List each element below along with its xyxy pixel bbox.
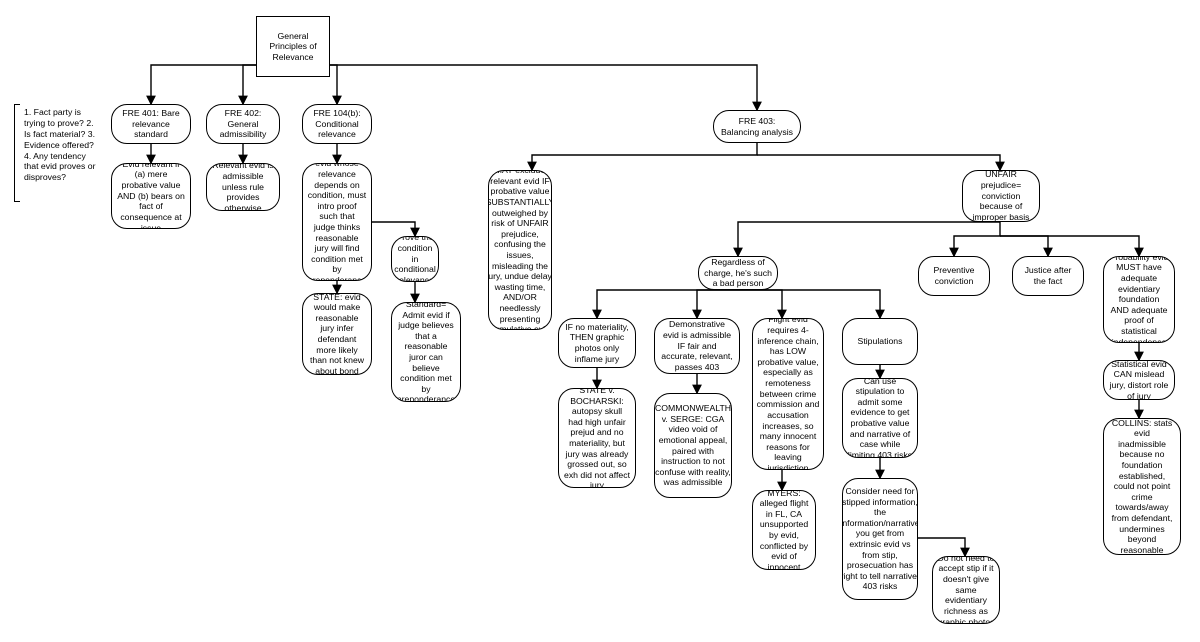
fre104-detail-node: MAY admit evid whose relevance depends o… [302,163,372,281]
bocharski-case-node: STATE v. BOCHARSKI: autopsy skull had hi… [558,388,636,488]
justice-after-node: Justice after the fact [1012,256,1084,296]
can-use-stip-node: Can use stipulation to admit some eviden… [842,378,918,458]
fre104-detail-label: MAY admit evid whose relevance depends o… [307,163,367,281]
fre403-label: FRE 403: Balancing analysis [721,115,793,137]
checklist-item-1: 1. Fact party is trying to prove? [24,107,84,128]
cox-case-node: COX v. STATE: evid would make reasonable… [302,293,372,375]
fre402-node: FRE 402: General admissibility [206,104,280,144]
fre401-detail-label: Evid relevant if (a) mere probative valu… [117,163,185,229]
checklist-item-4: 4. Any tendency that evid proves or disp… [24,150,96,183]
probability-node: Probability evid MUST have adequate evid… [1103,256,1175,343]
myers-case-node: US v. MYERS: alleged flight in FL, CA un… [752,490,816,570]
root-node-label: General Principles of Relevance [269,30,317,62]
unfair-prejudice-node: UNFAIR prejudice= conviction because of … [962,170,1040,222]
do-not-need-node: Do not need to accept stip if it doesn't… [932,556,1000,624]
huddleston-label: Huddleston Standard= Admit evid if judge… [396,302,456,402]
unfair-prejudice-label: UNFAIR prejudice= conviction because of … [972,170,1030,222]
root-node: General Principles of Relevance [256,16,330,77]
flight-label: Flight evid requires 4-inference chain, … [756,318,820,470]
note-bracket [14,104,20,202]
bad-person-label: Regardless of charge, he's such a bad pe… [704,257,772,289]
checklist-item-3: 3. Evidence offered? [24,128,95,150]
serge-case-label: COMMONWEALTH v. SERGE: CGA video void of… [654,403,732,488]
justice-after-label: Justice after the fact [1024,265,1072,286]
consider-need-node: Consider need for stipped information, t… [842,478,918,600]
fre401-detail-node: Evid relevant if (a) mere probative valu… [111,163,191,229]
relevance-checklist: 1. Fact party is trying to prove? 2. Is … [24,107,102,183]
huddleston-node: Huddleston Standard= Admit evid if judge… [391,302,461,402]
fre402-label: FRE 402: General admissibility [219,108,267,140]
consider-need-label: Consider need for stipped information, t… [842,485,918,592]
fre104-label: FRE 104(b): Conditional relevance [313,108,361,140]
materiality-label: IF no materiality, THEN graphic photos o… [565,321,629,364]
fre403-node: FRE 403: Balancing analysis [713,110,801,143]
statistical-node: Statistical evid CAN mislead jury, disto… [1103,360,1175,400]
stipulations-label: Stipulations [857,336,903,347]
prove-condition-node: Prove the condition in conditional relev… [391,236,439,282]
fre402-detail-node: Relevant evid is admissible unless rule … [206,163,280,211]
flight-node: Flight evid requires 4-inference chain, … [752,318,824,470]
can-use-stip-label: Can use stipulation to admit some eviden… [847,378,913,458]
probability-label: Probability evid MUST have adequate evid… [1109,256,1169,343]
collins-case-node: PEOPLE v. COLLINS: stats evid inadmissib… [1103,418,1181,555]
demonstrative-node: Demonstrative evid is admissible IF fair… [654,318,740,374]
statistical-label: Statistical evid CAN mislead jury, disto… [1109,360,1169,400]
myers-case-label: US v. MYERS: alleged flight in FL, CA un… [759,490,809,570]
fre401-label: FRE 401: Bare relevance standard [122,108,180,140]
materiality-node: IF no materiality, THEN graphic photos o… [558,318,636,368]
demonstrative-label: Demonstrative evid is admissible IF fair… [661,319,733,372]
fre401-node: FRE 401: Bare relevance standard [111,104,191,144]
checklist-item-2: 2. Is fact material? [24,117,94,139]
may-exclude-label: MAY exclude relevant evid IF probative v… [488,170,552,330]
may-exclude-node: MAY exclude relevant evid IF probative v… [488,170,552,330]
serge-case-node: COMMONWEALTH v. SERGE: CGA video void of… [654,393,732,498]
do-not-need-label: Do not need to accept stip if it doesn't… [937,556,995,624]
cox-case-label: COX v. STATE: evid would make reasonable… [309,293,365,375]
fre402-detail-label: Relevant evid is admissible unless rule … [212,163,274,211]
preventive-label: Preventive conviction [933,265,975,286]
stipulations-node: Stipulations [842,318,918,365]
preventive-node: Preventive conviction [918,256,990,296]
prove-condition-label: Prove the condition in conditional relev… [394,236,436,282]
collins-case-label: PEOPLE v. COLLINS: stats evid inadmissib… [1111,418,1173,555]
bad-person-node: Regardless of charge, he's such a bad pe… [698,256,778,290]
bocharski-case-label: STATE v. BOCHARSKI: autopsy skull had hi… [564,388,631,488]
fre104-node: FRE 104(b): Conditional relevance [302,104,372,144]
